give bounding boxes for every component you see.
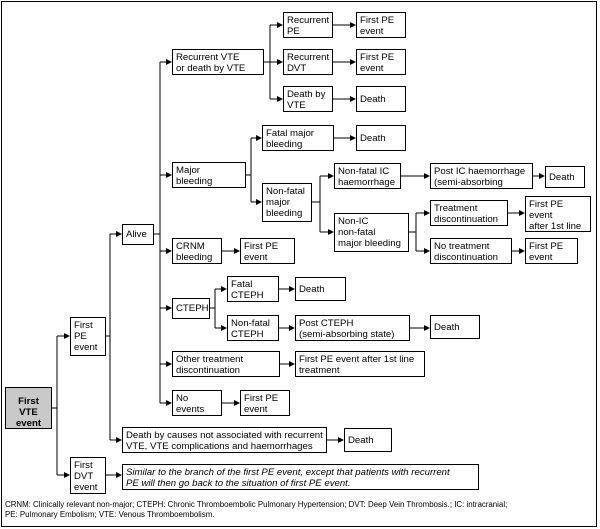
- node-recurrent-pe: Recurrent PE: [283, 12, 333, 38]
- node-crnm-bleeding: CRNM bleeding: [172, 238, 222, 264]
- node-recurrent-dvt-outcome: First PE event: [356, 49, 406, 75]
- node-post-cteph-outcome: Death: [430, 315, 480, 339]
- node-recurrent-vte-or-death: Recurrent VTE or death by VTE: [172, 49, 264, 75]
- node-no-treatment-discontinuation: No treatment discontinuation: [430, 238, 512, 264]
- node-first-pe-event: First PE event: [70, 317, 106, 356]
- node-non-fatal-ic-haemorrhage: Non-fatal IC haemorrhage: [334, 163, 401, 189]
- node-treatment-discontinuation-outcome: First PE event after 1st line treatment: [525, 196, 591, 232]
- node-recurrent-dvt: Recurrent DVT: [283, 49, 333, 75]
- node-non-ic-bleeding: Non-IC non-fatal major bleeding: [334, 213, 409, 252]
- node-dvt-branch-note: Similar to the branch of the first PE ev…: [122, 464, 479, 490]
- node-first-vte-event: First VTE event: [5, 387, 52, 429]
- node-alive: Alive: [122, 224, 154, 245]
- node-no-treatment-discontinuation-outcome: First PE event: [525, 238, 578, 264]
- node-fatal-cteph: Fatal CTEPH: [227, 276, 279, 302]
- node-cteph: CTEPH: [172, 298, 210, 319]
- node-death-other-causes-outcome: Death: [344, 428, 392, 452]
- node-post-ic-haemorrhage-outcome: Death: [545, 166, 585, 188]
- node-post-ic-haemorrhage: Post IC haemorrhage (semi-absorbing stat…: [430, 163, 533, 189]
- node-no-events: No events: [172, 390, 222, 416]
- node-death-by-vte-outcome: Death: [356, 86, 406, 112]
- node-first-dvt-event: First DVT event: [70, 457, 106, 494]
- node-other-treatment-discontinuation-outcome: First PE event after 1st line treatment: [295, 351, 425, 377]
- node-post-cteph: Post CTEPH (semi-absorbing state): [295, 315, 410, 341]
- node-other-treatment-discontinuation: Other treatment discontinuation: [172, 351, 280, 377]
- node-crnm-bleeding-outcome: First PE event: [240, 238, 295, 264]
- node-fatal-major-bleeding: Fatal major bleeding: [262, 125, 334, 151]
- node-fatal-major-bleeding-outcome: Death: [356, 125, 406, 151]
- footnote: CRNM: Clinically relevant non-major; CTE…: [5, 500, 508, 519]
- node-non-fatal-cteph: Non-fatal CTEPH: [227, 315, 279, 341]
- node-major-bleeding: Major bleeding: [172, 162, 246, 188]
- node-death-by-vte: Death by VTE: [283, 86, 333, 112]
- node-treatment-discontinuation: Treatment discontinuation: [430, 200, 508, 226]
- node-recurrent-pe-outcome: First PE event: [356, 12, 406, 38]
- node-death-other-causes: Death by causes not associated with recu…: [122, 427, 327, 453]
- node-fatal-cteph-outcome: Death: [295, 277, 346, 301]
- node-non-fatal-major-bleeding: Non-fatal major bleeding: [262, 183, 312, 222]
- node-no-events-outcome: First PE event: [240, 390, 290, 416]
